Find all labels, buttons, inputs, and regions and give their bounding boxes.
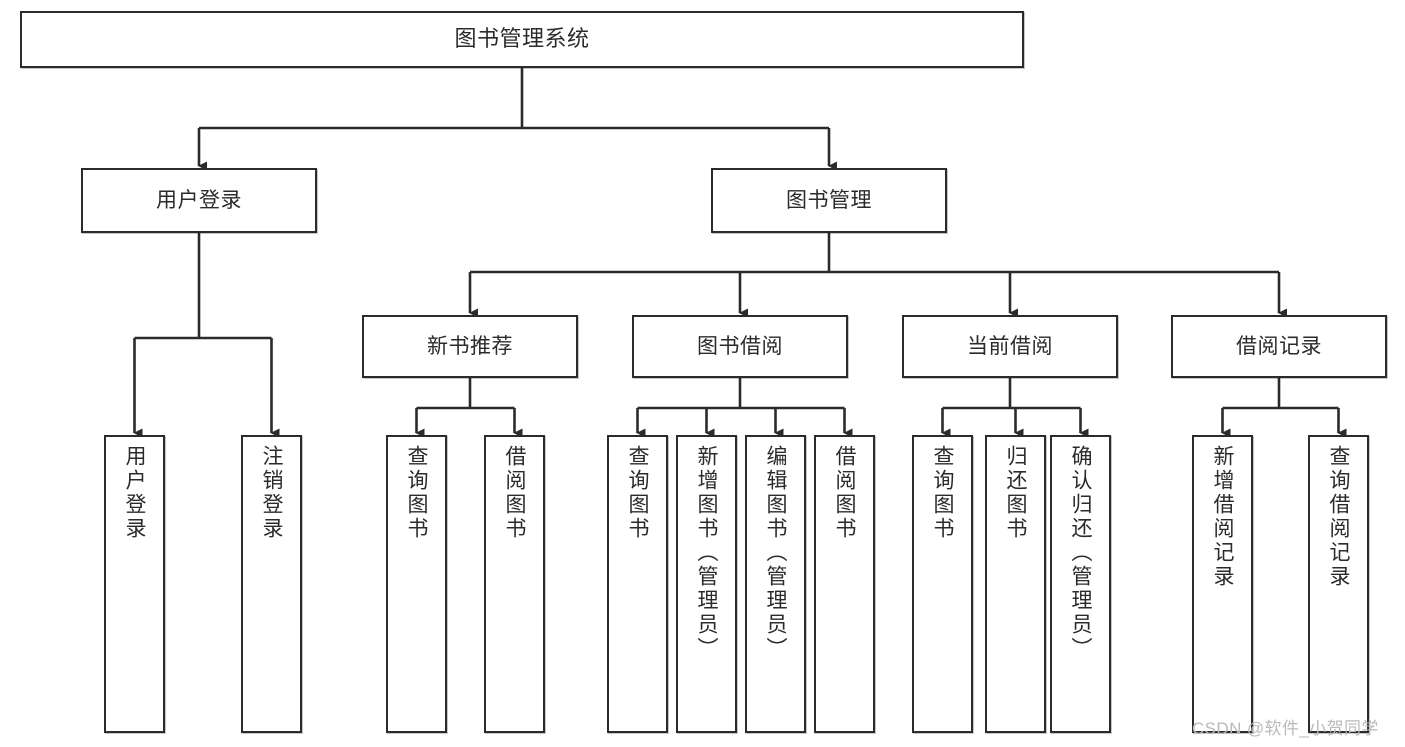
node-label: 用户登录 — [123, 445, 146, 541]
node-label: 图书借阅 — [697, 334, 783, 358]
node-borrow-record[interactable]: 借阅记录 — [1171, 315, 1387, 378]
node-label: 编辑图书（管理员） — [764, 445, 787, 661]
node-label: 借阅图书 — [503, 445, 526, 541]
node-book-manage[interactable]: 图书管理 — [711, 168, 947, 233]
node-label: 图书管理系统 — [454, 26, 590, 52]
node-label: 查询图书 — [931, 445, 954, 541]
node-user-login[interactable]: 用户登录 — [81, 168, 317, 233]
node-label: 借阅记录 — [1236, 334, 1322, 358]
node-label: 注销登录 — [260, 445, 283, 541]
node-label: 新增图书（管理员） — [695, 445, 718, 661]
node-label: 图书管理 — [786, 188, 872, 212]
node-label: 新书推荐 — [427, 334, 513, 358]
node-leaf-query-book-bo[interactable]: 查询图书 — [607, 435, 668, 733]
node-new-book-rec[interactable]: 新书推荐 — [362, 315, 578, 378]
node-label: 确认归还（管理员） — [1069, 445, 1092, 661]
node-label: 新增借阅记录 — [1211, 445, 1234, 589]
node-leaf-add-record[interactable]: 新增借阅记录 — [1192, 435, 1253, 733]
node-label: 查询图书 — [405, 445, 428, 541]
node-leaf-confirm-return[interactable]: 确认归还（管理员） — [1050, 435, 1111, 733]
node-leaf-edit-book[interactable]: 编辑图书（管理员） — [745, 435, 806, 733]
node-label: 查询图书 — [626, 445, 649, 541]
csdn-watermark: CSDN @软件_小贺同学 — [1192, 719, 1379, 738]
node-leaf-user-login[interactable]: 用户登录 — [104, 435, 165, 733]
node-leaf-query-book-rec[interactable]: 查询图书 — [386, 435, 447, 733]
node-leaf-add-book[interactable]: 新增图书（管理员） — [676, 435, 737, 733]
node-leaf-return-book[interactable]: 归还图书 — [985, 435, 1046, 733]
node-label: 归还图书 — [1004, 445, 1027, 541]
node-leaf-query-book-cur[interactable]: 查询图书 — [912, 435, 973, 733]
node-root[interactable]: 图书管理系统 — [20, 11, 1024, 68]
node-leaf-borrow-book-rec[interactable]: 借阅图书 — [484, 435, 545, 733]
node-label: 当前借阅 — [967, 334, 1053, 358]
node-leaf-borrow-book-bo[interactable]: 借阅图书 — [814, 435, 875, 733]
node-book-borrow[interactable]: 图书借阅 — [632, 315, 848, 378]
node-current-borrow[interactable]: 当前借阅 — [902, 315, 1118, 378]
node-leaf-query-record[interactable]: 查询借阅记录 — [1308, 435, 1369, 733]
node-label: 查询借阅记录 — [1327, 445, 1350, 589]
node-label: 借阅图书 — [833, 445, 856, 541]
node-label: 用户登录 — [156, 188, 242, 212]
node-leaf-user-logout[interactable]: 注销登录 — [241, 435, 302, 733]
